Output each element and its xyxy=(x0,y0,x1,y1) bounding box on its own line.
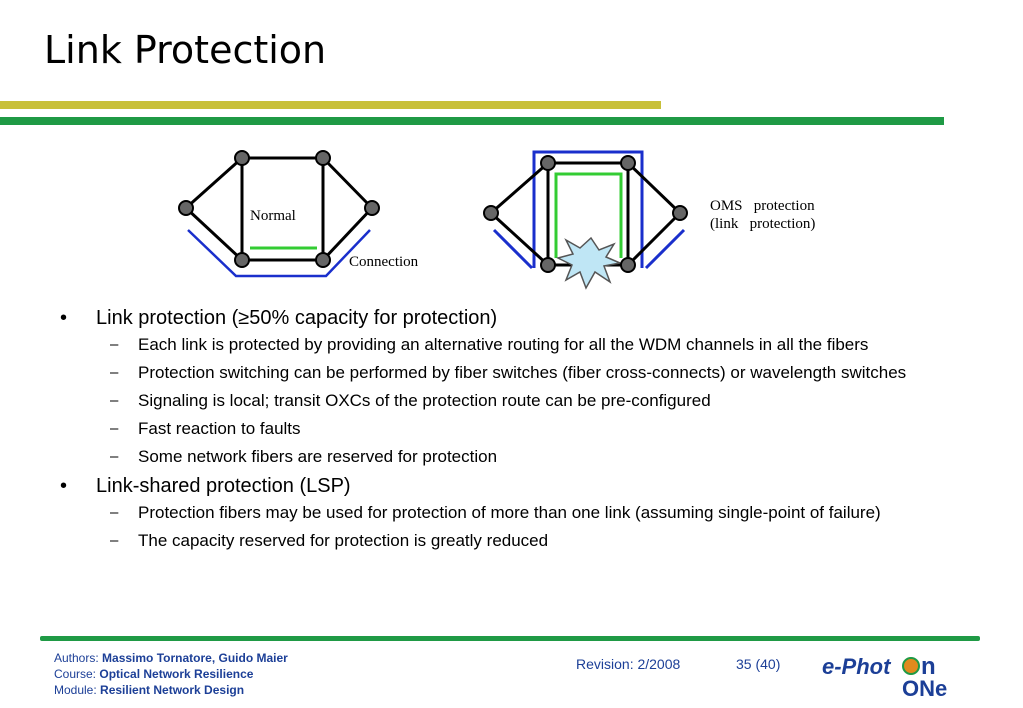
sub-bullet-item: –Signaling is local; transit OXCs of the… xyxy=(110,391,711,410)
oms-nodes xyxy=(483,155,688,273)
revision-label: Revision: 2/2008 xyxy=(576,656,681,672)
title-underline-yellow xyxy=(0,101,661,109)
protection-diagonal-right xyxy=(644,228,686,270)
sub-bullet-item: –Protection switching can be performed b… xyxy=(110,363,907,382)
footer-divider xyxy=(40,636,980,641)
protection-path-left xyxy=(532,150,644,268)
svg-text:e-Phot: e-Phot xyxy=(822,654,892,679)
page-title: Link Protection xyxy=(44,28,327,72)
bullet-item: •Link protection (≥50% capacity for prot… xyxy=(60,307,498,329)
sub-bullet-item: –Each link is protected by providing an … xyxy=(110,335,869,354)
label-connection: Connection xyxy=(349,254,419,270)
normal-network: Normal Connection xyxy=(178,150,419,278)
oms-protection-network: OMS protection (link protection) xyxy=(483,150,815,290)
network-links xyxy=(184,156,374,262)
working-reroute xyxy=(554,172,623,258)
protection-diagonal-left xyxy=(492,228,534,270)
page-number: 35 (40) xyxy=(736,656,781,672)
sub-bullet-item: –Fast reaction to faults xyxy=(110,419,301,438)
course-value: Optical Network Resilience xyxy=(99,667,254,681)
failure-burst-icon xyxy=(555,236,623,290)
label-normal: Normal xyxy=(250,208,296,224)
svg-text:n: n xyxy=(921,653,936,680)
e-photon-one-logo: e-Phot n ONe xyxy=(822,653,947,698)
bullet-item: •Link-shared protection (LSP) xyxy=(60,475,351,497)
protection-diagram: Normal Connection OMS protection xyxy=(178,150,815,290)
network-nodes xyxy=(178,150,380,268)
sub-bullet-item: –The capacity reserved for protection is… xyxy=(110,531,549,550)
title-underline-green xyxy=(0,117,944,125)
bullet-list: •Link protection (≥50% capacity for prot… xyxy=(60,306,970,558)
protection-path xyxy=(187,229,371,278)
label-link-protection: (link protection) xyxy=(710,216,815,232)
sub-bullet-item: –Some network fibers are reserved for pr… xyxy=(110,447,498,466)
globe-icon xyxy=(902,657,920,675)
module-value: Resilient Network Design xyxy=(100,683,245,697)
authors-value: Massimo Tornatore, Guido Maier xyxy=(102,651,288,665)
oms-links xyxy=(489,161,682,267)
svg-text:ONe: ONe xyxy=(902,676,947,698)
label-oms-protection: OMS protection xyxy=(710,198,815,214)
sub-bullet-item: –Protection fibers may be used for prote… xyxy=(110,503,881,522)
footer-credits: Authors: Massimo Tornatore, Guido Maier … xyxy=(54,651,288,697)
